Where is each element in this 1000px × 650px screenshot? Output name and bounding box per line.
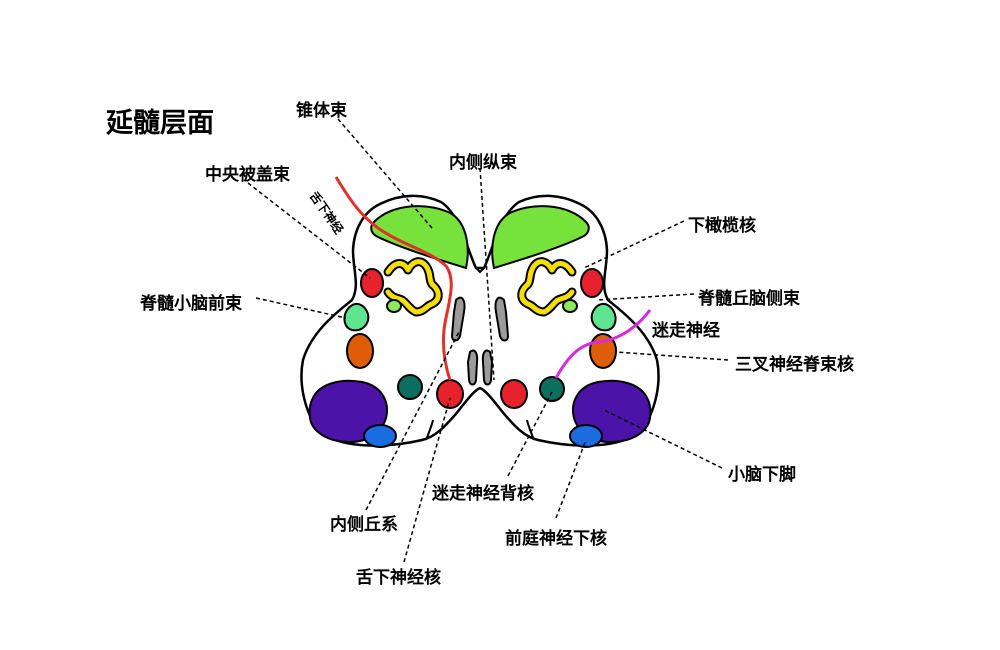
- label-spinal-trigeminal: 三叉神经脊束核: [735, 355, 854, 375]
- label-inferior-cerebellar-peduncle: 小脑下脚: [728, 465, 796, 485]
- leader-dorsal-vagal: [507, 391, 553, 477]
- leader-central-tegmental: [247, 182, 371, 279]
- hypoglossal-nucleus-left: [436, 379, 464, 409]
- small-nucleus-left: [386, 299, 402, 313]
- mlf-right: [481, 349, 494, 386]
- central-tegmental-right: [580, 268, 604, 298]
- medial-lemniscus-left: [450, 296, 466, 342]
- page-title: 延髓层面: [106, 108, 214, 139]
- label-hypoglossal-nucleus: 舌下神经核: [356, 568, 441, 588]
- dorsal-notch: [425, 419, 535, 441]
- median-fissure: [475, 267, 485, 274]
- olive-right-fill: [519, 259, 575, 315]
- pyramid-left: [370, 205, 469, 270]
- leader-mlf: [479, 167, 495, 381]
- medulla-outline: [300, 194, 660, 447]
- label-vagus-nerve: 迷走神经: [652, 321, 720, 341]
- vagus-nerve-line: [554, 309, 652, 379]
- label-vestibular-nucleus: 前庭神经下核: [505, 529, 607, 549]
- label-central-tegmental-tract: 中央被盖束: [205, 165, 290, 185]
- spinothalamic-right: [590, 303, 617, 332]
- spinocerebellar-left: [343, 303, 370, 332]
- leader-icp: [603, 409, 723, 469]
- label-pyramidal-tract: 锥体束: [296, 101, 347, 121]
- dorsal-vagal-left: [397, 374, 423, 400]
- vestibular-right: [569, 424, 603, 448]
- leader-pyramidal: [337, 118, 433, 229]
- leader-spinothalamic: [597, 293, 695, 301]
- leader-lines: [247, 118, 729, 563]
- label-ventral-spinocerebellar: 脊髓小脑前束: [140, 294, 242, 314]
- leader-ventral-spinocerebellar: [255, 297, 347, 319]
- label-spinothalamic: 脊髓丘脑侧束: [698, 289, 800, 309]
- leader-medial-lemniscus: [365, 329, 461, 511]
- leader-trigeminal: [615, 351, 729, 361]
- small-nucleus-right: [562, 299, 578, 313]
- vestibular-left: [363, 424, 397, 448]
- label-medial-lemniscus: 内侧丘系: [330, 515, 398, 535]
- hypoglossal-nerve-line: [334, 176, 453, 381]
- leader-hypoglossal-nucleus: [403, 397, 451, 563]
- olive-left-fill: [385, 259, 441, 315]
- pyramid-right: [491, 205, 590, 270]
- leader-olive: [583, 220, 685, 269]
- label-inferior-olive: 下橄榄核: [688, 216, 756, 236]
- label-dorsal-vagal-nucleus: 迷走神经背核: [432, 484, 534, 504]
- mlf-left: [466, 349, 479, 386]
- trigeminal-left: [346, 333, 374, 369]
- dorsal-vagal-right: [539, 376, 565, 402]
- label-mlf: 内侧纵束: [449, 153, 517, 173]
- leader-vestibular: [555, 439, 587, 519]
- medial-lemniscus-right: [494, 296, 510, 342]
- hypoglossal-nucleus-right: [500, 379, 528, 409]
